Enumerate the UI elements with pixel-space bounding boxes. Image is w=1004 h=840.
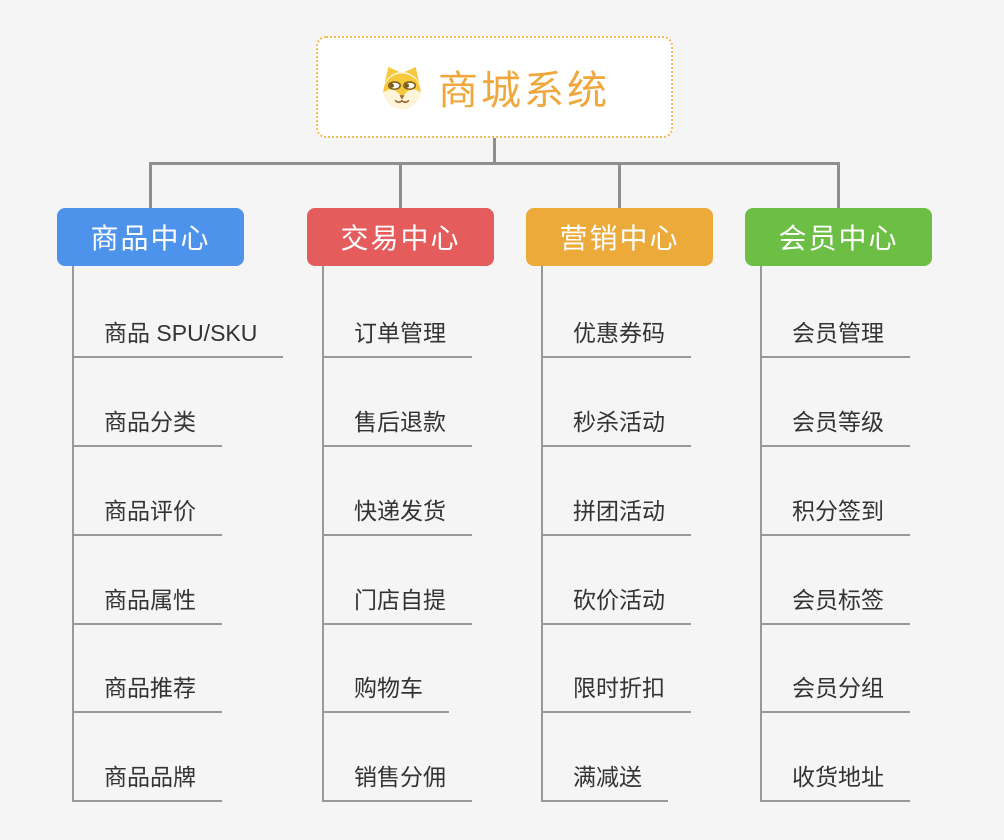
leaf-node[interactable]: 门店自提: [322, 585, 472, 625]
leaf-node[interactable]: 商品分类: [72, 407, 222, 447]
leaf-node[interactable]: 收货地址: [760, 762, 910, 802]
leaf-node[interactable]: 订单管理: [322, 318, 472, 358]
leaf-node[interactable]: 商品属性: [72, 585, 222, 625]
leaf-node[interactable]: 会员标签: [760, 585, 910, 625]
branch-node-marketing-center[interactable]: 营销中心: [526, 208, 713, 266]
root-node[interactable]: 商城系统: [316, 36, 673, 138]
leaf-node[interactable]: 会员分组: [760, 673, 910, 713]
leaf-node[interactable]: 拼团活动: [541, 496, 691, 536]
leaf-node[interactable]: 积分签到: [760, 496, 910, 536]
branch-node-member-center[interactable]: 会员中心: [745, 208, 932, 266]
leaf-node[interactable]: 商品评价: [72, 496, 222, 536]
leaf-node[interactable]: 商品品牌: [72, 762, 222, 802]
leaf-node[interactable]: 购物车: [322, 673, 449, 713]
leaf-node[interactable]: 快递发货: [322, 496, 472, 536]
leaf-node[interactable]: 销售分佣: [322, 762, 472, 802]
leaf-node[interactable]: 满减送: [541, 762, 668, 802]
leaf-node[interactable]: 秒杀活动: [541, 407, 691, 447]
root-node-title: 商城系统: [438, 69, 610, 113]
leaf-node[interactable]: 会员管理: [760, 318, 910, 358]
leaf-node[interactable]: 商品 SPU/SKU: [72, 318, 284, 358]
dog-face-icon: [379, 64, 425, 110]
leaf-node[interactable]: 会员等级: [760, 407, 910, 447]
leaf-node[interactable]: 售后退款: [322, 407, 472, 447]
leaf-node[interactable]: 商品推荐: [72, 673, 222, 713]
leaf-node[interactable]: 砍价活动: [541, 585, 691, 625]
branch-node-trade-center[interactable]: 交易中心: [307, 208, 494, 266]
branch-node-product-center[interactable]: 商品中心: [57, 208, 244, 266]
leaf-node[interactable]: 优惠券码: [541, 318, 691, 358]
leaf-node[interactable]: 限时折扣: [541, 673, 691, 713]
